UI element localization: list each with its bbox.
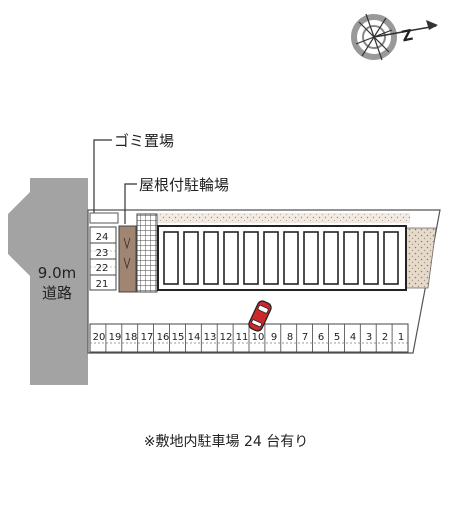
parking-slot-14: 14 bbox=[188, 332, 201, 343]
building-unit bbox=[383, 231, 399, 285]
parking-row-bottom: 20 19 18 17 16 15 14 13 12 11 10 9 8 7 6… bbox=[89, 323, 409, 353]
parking-slot-24: 24 bbox=[96, 232, 109, 243]
apartment-building bbox=[157, 225, 407, 291]
parking-slot-9: 9 bbox=[271, 332, 277, 343]
building-unit bbox=[263, 231, 279, 285]
parking-slot-21: 21 bbox=[96, 279, 109, 290]
parking-slot-6: 6 bbox=[318, 332, 324, 343]
road-name-label: 道路 bbox=[42, 284, 72, 302]
parking-slot-12: 12 bbox=[220, 332, 233, 343]
bicycle-parking-area bbox=[118, 225, 137, 293]
road-width-label: 9.0m bbox=[38, 264, 76, 282]
compass-rose-icon bbox=[351, 13, 438, 61]
garbage-area-pointer bbox=[89, 139, 119, 224]
parking-slot-2: 2 bbox=[382, 332, 388, 343]
parking-slot-4: 4 bbox=[350, 332, 356, 343]
parking-slot-17: 17 bbox=[141, 332, 154, 343]
building-unit bbox=[303, 231, 319, 285]
parking-slot-1: 1 bbox=[398, 332, 404, 343]
parking-slot-19: 19 bbox=[109, 332, 122, 343]
parking-slot-8: 8 bbox=[287, 332, 293, 343]
parking-count-note: ※敷地内駐車場 24 台有り bbox=[143, 434, 309, 450]
compass-north-label: Z bbox=[400, 26, 415, 46]
building-unit bbox=[243, 231, 259, 285]
parking-slot-20: 20 bbox=[93, 332, 106, 343]
car-icon bbox=[248, 300, 272, 332]
parking-slot-16: 16 bbox=[157, 332, 170, 343]
landscape-top bbox=[158, 213, 410, 223]
parking-slot-5: 5 bbox=[334, 332, 340, 343]
parking-slot-23: 23 bbox=[96, 248, 109, 259]
building-unit bbox=[283, 231, 299, 285]
bicycle-parking-pointer bbox=[124, 183, 137, 224]
building-unit bbox=[363, 231, 379, 285]
landscape-right bbox=[405, 227, 437, 289]
parking-slot-7: 7 bbox=[302, 332, 308, 343]
building-unit bbox=[163, 231, 179, 285]
walkway bbox=[136, 213, 158, 293]
parking-slot-3: 3 bbox=[366, 332, 372, 343]
building-unit bbox=[183, 231, 199, 285]
parking-slot-11: 11 bbox=[236, 332, 249, 343]
building-unit bbox=[343, 231, 359, 285]
parking-slot-18: 18 bbox=[125, 332, 138, 343]
parking-slot-10: 10 bbox=[252, 332, 265, 343]
parking-slot-13: 13 bbox=[204, 332, 217, 343]
parking-slot-22: 22 bbox=[96, 263, 109, 274]
bicycle-parking-label: 屋根付駐輪場 bbox=[139, 176, 229, 194]
parking-stack-left: 24 23 22 21 bbox=[89, 226, 117, 291]
parking-slot-15: 15 bbox=[172, 332, 185, 343]
building-unit bbox=[323, 231, 339, 285]
road bbox=[8, 178, 88, 385]
building-unit bbox=[223, 231, 239, 285]
building-unit bbox=[203, 231, 219, 285]
garbage-area-label: ゴミ置場 bbox=[114, 132, 174, 150]
